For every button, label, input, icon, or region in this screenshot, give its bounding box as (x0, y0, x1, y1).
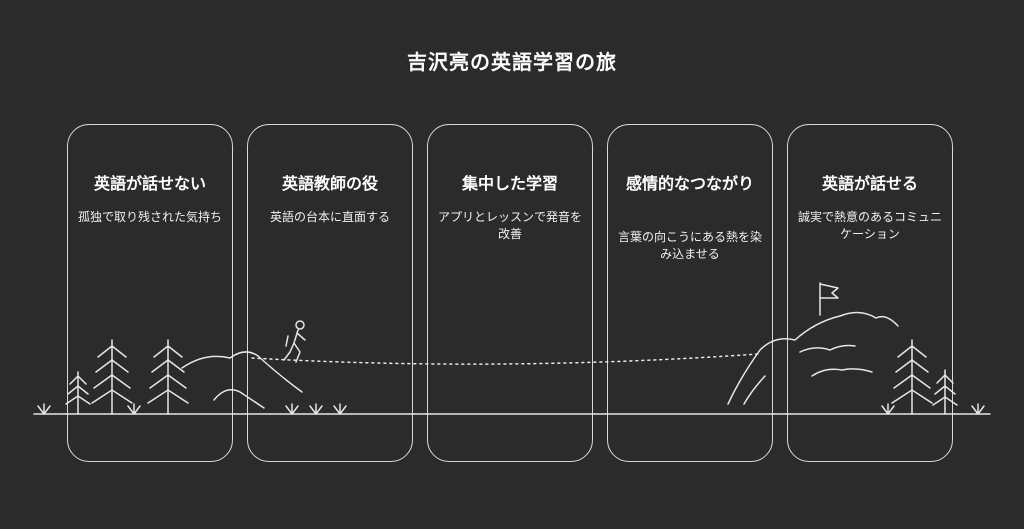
pine-tree-icon (932, 369, 958, 415)
stage-description-2: 英語の台本に直面する (269, 210, 390, 224)
hiker-icon (283, 320, 306, 363)
pine-tree-icon (891, 339, 933, 415)
stage-title-5: 英語が話せる (821, 174, 918, 193)
stage-card-4: 感情的なつながり 言葉の向こうにある熱を染み込ませる (607, 124, 773, 462)
mountain-icon (181, 351, 303, 409)
stage-title-4: 感情的なつながり (625, 174, 754, 193)
stage-card-1: 英語が話せない 孤独で取り残された気持ち (67, 124, 233, 462)
pine-tree-icon (65, 371, 91, 415)
stage-description-5: 誠実で熱意のあるコミュニケーション (798, 210, 943, 241)
stage-title-2: 英語教師の役 (281, 174, 378, 193)
stage-card-5: 英語が話せる 誠実で熱意のあるコミュニケーション (787, 124, 953, 462)
pine-tree-icon (147, 339, 189, 415)
stage-description-1: 孤独で取り残された気持ち (78, 210, 223, 224)
stage-title-3: 集中した学習 (461, 174, 558, 193)
mountain-icon (727, 311, 899, 405)
grass-tuft-icon (37, 403, 985, 415)
stage-title-1: 英語が話せない (93, 174, 206, 193)
stage-description-3: アプリとレッスンで発音を改善 (438, 210, 583, 241)
stage-card-3: 集中した学習 アプリとレッスンで発音を改善 (427, 124, 593, 462)
stage-description-4: 言葉の向こうにある熱を染み込ませる (618, 230, 763, 261)
stage-card-2: 英語教師の役 英語の台本に直面する (247, 124, 413, 462)
journey-path (251, 353, 759, 365)
flag-icon (819, 282, 839, 316)
diagram-title: 吉沢亮の英語学習の旅 (407, 50, 617, 74)
pine-tree-icon (91, 339, 133, 415)
